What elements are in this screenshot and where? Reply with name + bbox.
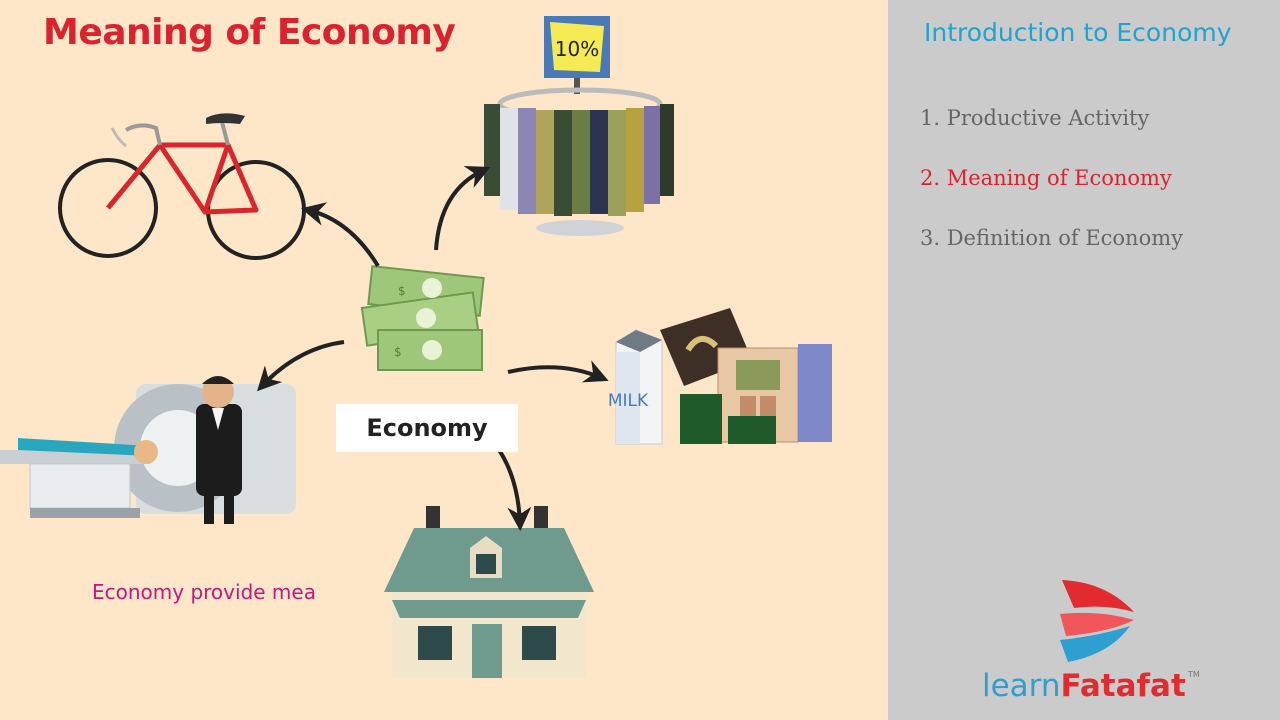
topic-item-definition-of-economy[interactable]: 3. Definition of Economy	[920, 226, 1183, 250]
brand-part-fatafat: Fatafat	[1060, 668, 1186, 704]
bicycle-icon	[58, 113, 306, 260]
svg-text:$: $	[394, 345, 402, 359]
slide-caption: Economy provide mea	[92, 580, 316, 604]
arrow-to-clothes	[434, 166, 491, 251]
money-stack-icon: $ $	[360, 265, 485, 371]
svg-text:$: $	[398, 284, 406, 298]
topic-list: 1. Productive Activity 2. Meaning of Eco…	[920, 100, 1183, 280]
learnfatafat-wordmark: learnFatafat TM	[982, 668, 1200, 704]
slide-canvas: Meaning of Economy 10%	[0, 12, 832, 678]
trademark-mark: TM	[1187, 670, 1200, 679]
house-icon	[384, 506, 594, 678]
arrow-to-hospital	[257, 340, 345, 392]
learnfatafat-logo-icon	[1060, 580, 1134, 662]
svg-text:10%: 10%	[555, 37, 599, 61]
economy-center-label: Economy	[336, 404, 518, 452]
clothing-rack-icon: 10%	[484, 16, 674, 236]
economy-illustration: 10% $ $	[0, 16, 832, 678]
brand-part-learn: learn	[982, 668, 1061, 704]
topic-item-productive-activity[interactable]: 1. Productive Activity	[920, 106, 1150, 130]
arrow-to-bicycle	[300, 202, 380, 268]
slide-title: Meaning of Economy	[43, 12, 456, 53]
svg-text:MILK: MILK	[608, 391, 649, 411]
sidebar-title: Introduction to Economy	[924, 18, 1232, 47]
hospital-scanner-icon	[0, 376, 296, 524]
arrow-to-groceries	[507, 360, 609, 383]
groceries-icon: MILK	[608, 308, 832, 445]
topic-item-meaning-of-economy[interactable]: 2. Meaning of Economy	[920, 166, 1172, 190]
